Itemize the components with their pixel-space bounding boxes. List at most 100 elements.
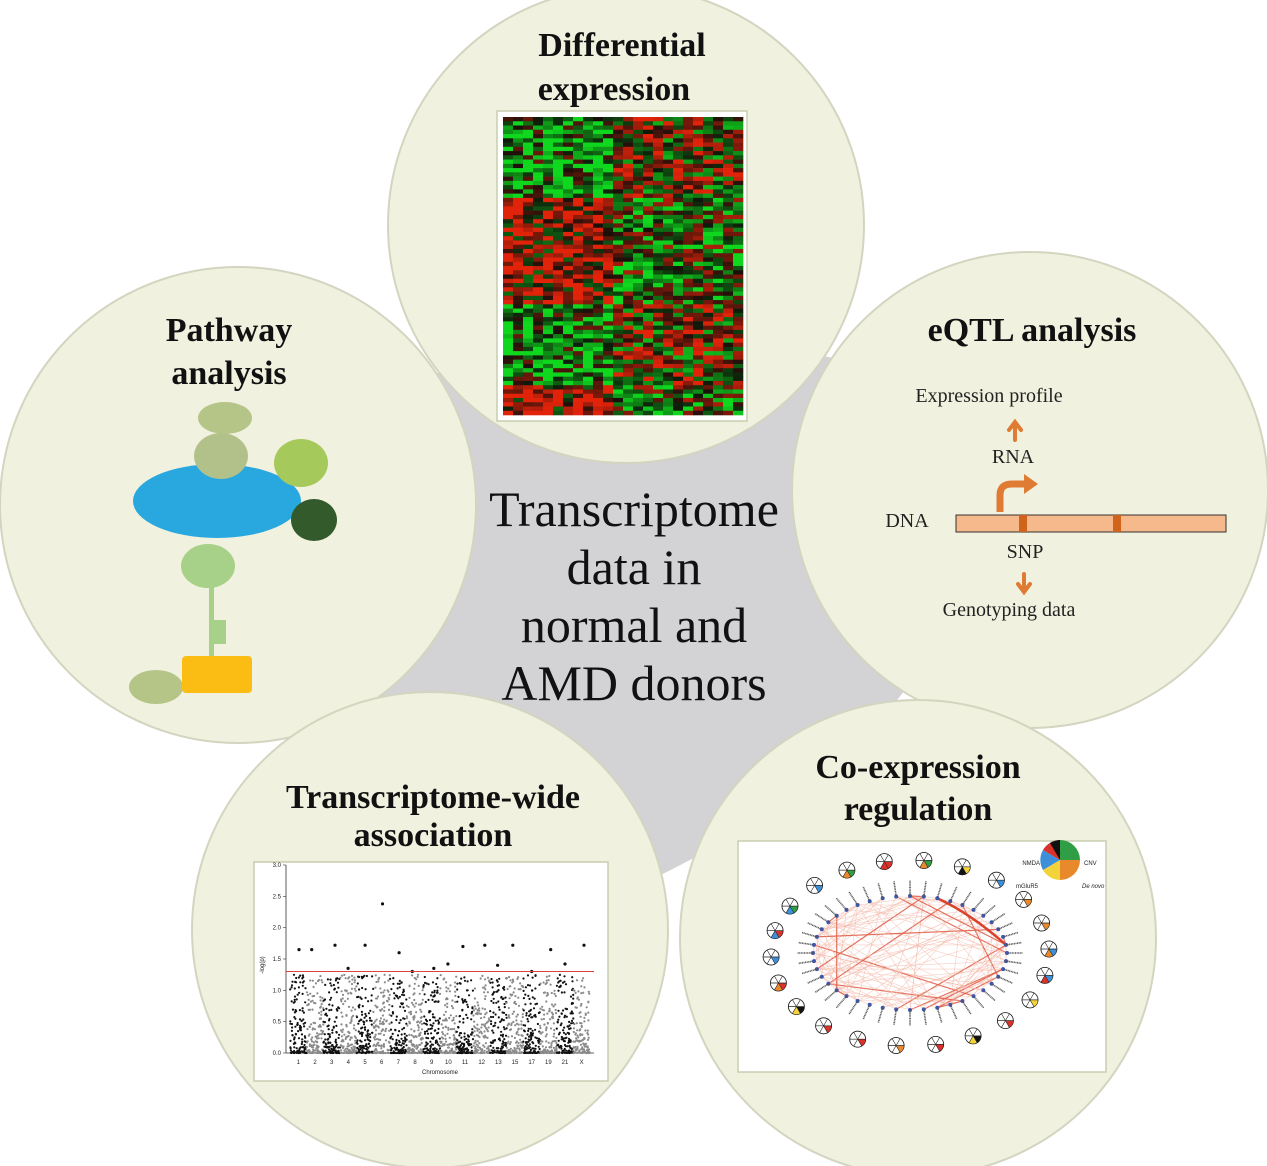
heatmap-cell	[713, 334, 724, 339]
heatmap-cell	[573, 138, 584, 143]
heatmap-cell	[543, 397, 554, 403]
heatmap-cell	[623, 117, 634, 122]
heatmap-cell	[733, 219, 744, 224]
heatmap-cell	[703, 266, 714, 271]
heatmap-cell	[553, 321, 564, 326]
network-edge	[962, 976, 999, 1002]
manhattan-point	[584, 1029, 587, 1032]
manhattan-point	[341, 1030, 344, 1034]
heatmap-cell	[703, 406, 714, 412]
heatmap-cell	[673, 261, 684, 267]
manhattan-point	[457, 1051, 460, 1054]
heatmap-cell	[603, 312, 614, 318]
manhattan-point	[531, 996, 534, 999]
manhattan-point	[297, 1030, 300, 1033]
heatmap-cell	[563, 317, 574, 322]
manhattan-point	[325, 1051, 329, 1054]
heatmap-cell	[503, 266, 514, 271]
twas-module: Transcriptome-wide association -log(p) C…	[253, 779, 609, 1082]
manhattan-point	[407, 1048, 410, 1051]
heatmap-cell	[533, 393, 544, 399]
heatmap-cell	[633, 236, 644, 241]
heatmap-cell	[623, 393, 634, 399]
manhattan-point	[301, 974, 304, 977]
heatmap-cell	[553, 138, 564, 143]
heatmap-cell	[673, 278, 684, 284]
manhattan-point	[351, 1006, 355, 1009]
heatmap-cell	[713, 406, 724, 412]
heatmap-cell	[633, 287, 644, 292]
heatmap-cell	[673, 351, 684, 356]
manhattan-point	[509, 985, 512, 988]
manhattan-point	[468, 1035, 471, 1038]
heatmap-cell	[573, 402, 584, 407]
heatmap-cell	[503, 248, 514, 254]
heatmap-cell	[543, 231, 554, 237]
heatmap-cell	[543, 134, 554, 139]
manhattan-point	[458, 1020, 461, 1023]
heatmap-cell	[653, 304, 664, 309]
manhattan-point	[480, 1049, 484, 1052]
legend-de-novo: De novo	[1082, 884, 1105, 890]
manhattan-point	[350, 974, 354, 978]
heatmap-cell	[703, 193, 714, 199]
heatmap-cell	[643, 121, 654, 126]
manhattan-plot: -log(p) Chromosome 0.00.51.01.52.02.53.0…	[260, 863, 594, 1076]
manhattan-point	[533, 997, 536, 1000]
manhattan-point	[338, 1046, 341, 1049]
manhattan-point	[349, 1021, 352, 1024]
manhattan-point	[473, 1034, 476, 1038]
manhattan-point	[505, 1013, 508, 1016]
gene-pie-icon	[1036, 967, 1054, 984]
heatmap-cell	[633, 159, 644, 165]
heatmap-cell	[513, 185, 524, 190]
heatmap-cell	[503, 125, 514, 131]
manhattan-point	[346, 1042, 350, 1045]
heatmap-cell	[663, 287, 674, 292]
heatmap-cell	[673, 193, 684, 199]
heatmap-cell	[623, 359, 634, 365]
manhattan-point	[490, 1049, 493, 1052]
heatmap-cell	[733, 317, 744, 322]
manhattan-point	[449, 1014, 452, 1017]
manhattan-point	[579, 1033, 582, 1036]
manhattan-point	[408, 1051, 411, 1054]
heatmap-cell	[543, 227, 554, 233]
heatmap-cell	[663, 193, 674, 199]
manhattan-point	[341, 1046, 345, 1049]
heatmap-cell	[693, 402, 704, 407]
heatmap-cell	[693, 240, 704, 246]
heatmap-cell	[563, 338, 574, 343]
heatmap-cell	[563, 278, 574, 284]
heatmap-cell	[583, 334, 594, 339]
manhattan-peak-point	[346, 966, 350, 971]
manhattan-point	[444, 1004, 447, 1007]
manhattan-point	[376, 1005, 379, 1009]
manhattan-point	[341, 1028, 345, 1031]
legend-slice-orange	[1060, 860, 1080, 880]
manhattan-point	[417, 1029, 420, 1032]
manhattan-point	[417, 1003, 421, 1006]
heatmap-cell	[563, 300, 574, 305]
eqtl-module: eQTL analysis Expression profile RNA DNA…	[885, 312, 1227, 621]
manhattan-point	[379, 1022, 382, 1025]
heatmap-cell	[733, 329, 744, 335]
gene-label-mark	[806, 975, 823, 985]
heatmap-cell	[613, 253, 624, 258]
heatmap-cell	[723, 163, 734, 169]
heatmap-cell	[543, 346, 554, 352]
manhattan-point	[308, 1025, 311, 1028]
heatmap-cell	[663, 257, 674, 263]
manhattan-point	[463, 1032, 466, 1035]
heatmap-cell	[673, 397, 684, 403]
heatmap-cell	[593, 138, 604, 143]
heatmap-cell	[673, 300, 684, 305]
manhattan-point	[401, 1042, 404, 1045]
heatmap-cell	[703, 151, 714, 156]
manhattan-point	[517, 1041, 520, 1045]
heatmap-cell	[533, 274, 544, 280]
manhattan-point	[397, 997, 400, 1000]
heatmap-cell	[533, 278, 544, 284]
network-edge	[857, 960, 1007, 1002]
manhattan-point	[437, 1031, 440, 1034]
